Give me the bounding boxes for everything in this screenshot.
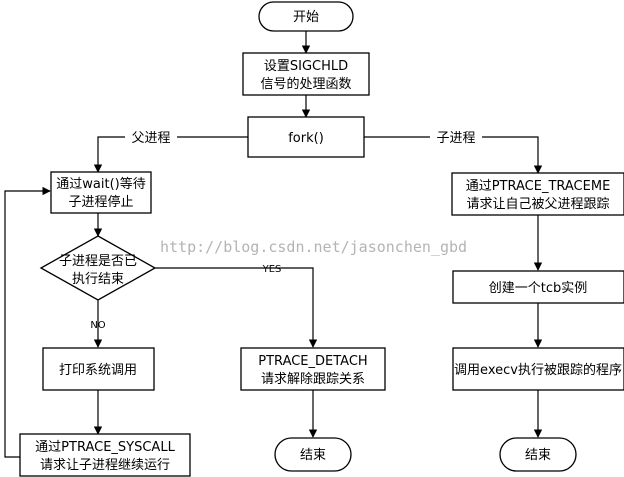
- detach-line-2: 请求解除跟踪关系: [261, 372, 365, 387]
- create-tcb-node: [452, 270, 624, 304]
- create-tcb-label: 创建一个tcb实例: [489, 281, 588, 296]
- traceme-line-1: 通过PTRACE_TRACEME: [466, 179, 611, 194]
- wait-node: [50, 171, 152, 214]
- detach-node: [240, 347, 386, 391]
- execv-label: 调用execv执行被跟踪的程序: [454, 362, 622, 378]
- edge-label-no: NO: [90, 320, 105, 331]
- edge-label-yes: YES: [262, 264, 282, 275]
- edge-fork-to-traceme: [364, 136, 543, 174]
- edge-fork-to-wait: [93, 136, 248, 173]
- fork-node: [247, 116, 365, 158]
- wait-line-2: 子进程停止: [68, 194, 133, 210]
- edge-label-parent: 父进程: [131, 131, 170, 146]
- syscall-line-1: 通过PTRACE_SYSCALL: [35, 440, 175, 455]
- set-handler-node: [242, 52, 370, 96]
- execv-node: [452, 347, 624, 391]
- end-parent-node: [274, 437, 352, 472]
- watermark: http://blog.csdn.net/jasonchen_gbd: [160, 238, 467, 256]
- edge-label-child: 子进程: [436, 131, 475, 146]
- detach-line-1: PTRACE_DETACH: [258, 354, 367, 369]
- decision-line-2: 执行结束: [72, 272, 124, 287]
- label-bg-child: [430, 129, 482, 145]
- label-bg-parent: [125, 129, 177, 145]
- start-node: [258, 1, 354, 32]
- set-handler-line-1: 设置SIGCHLD: [264, 59, 348, 74]
- print-node: [42, 347, 155, 391]
- set-handler-line-2: 信号的处理函数: [260, 76, 351, 92]
- end-child-node: [499, 437, 577, 472]
- print-node-label: 打印系统调用: [59, 363, 137, 378]
- decision-line-1: 子进程是否已: [59, 254, 137, 269]
- fork-node-label: fork(): [288, 131, 324, 146]
- end-parent-label: 结束: [300, 448, 326, 463]
- edge-decide-yes: [155, 267, 318, 348]
- wait-line-1: 通过wait()等待: [56, 176, 145, 192]
- syscall-node: [19, 433, 191, 477]
- end-child-label: 结束: [525, 448, 551, 463]
- traceme-line-2: 请求让自己被父进程跟踪: [466, 197, 609, 212]
- decision-node: [39, 235, 157, 301]
- traceme-node: [451, 172, 624, 216]
- start-node-label: 开始: [293, 10, 319, 25]
- syscall-line-2: 请求让子进程继续运行: [40, 458, 170, 473]
- edge-syscall-loop: [4, 186, 51, 458]
